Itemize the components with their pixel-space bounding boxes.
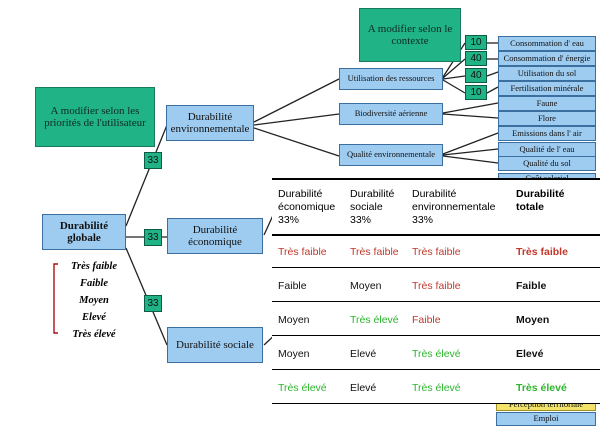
table-cell: Moyen (516, 313, 550, 326)
leaf-land: Utilisation du sol (498, 66, 596, 81)
priority-note: A modifier selon les priorités de l'util… (35, 87, 155, 147)
connector-env-qual (253, 127, 340, 157)
connector-env-res (253, 78, 340, 123)
connector-env-bio (253, 113, 340, 126)
scale-medium: Moyen (79, 295, 109, 306)
leaf-water-quality: Qualité de l' eau (498, 142, 596, 157)
context-note: A modifier selon le contexte (359, 8, 461, 62)
sub-quality: Qualité environnementale (339, 144, 443, 166)
table-cell: Très élevé (350, 313, 399, 326)
connector-root-env (125, 124, 168, 227)
table-cell: Elevé (350, 381, 377, 394)
table-cell: Très faible (516, 245, 568, 258)
table-cell: Elevé (516, 347, 544, 360)
table-row: Moyen Elevé Très élevé Elevé (272, 338, 600, 370)
table-row: Faible Moyen Très faible Faible (272, 270, 600, 302)
table-cell: Très faible (412, 245, 461, 258)
sub-resources: Utilisation des ressources (339, 68, 443, 90)
table-cell: Très faible (278, 245, 327, 258)
scale-bracket (53, 263, 58, 334)
scale-very-high: Très élevé (72, 329, 116, 340)
table-row: Moyen Très élevé Faible Moyen (272, 304, 600, 336)
table-cell: Très faible (350, 245, 399, 258)
pillar-environment: Durabilité environnementale (166, 105, 254, 141)
leaf-fauna: Faune (498, 96, 596, 111)
leaf-water: Consommation d' eau (498, 36, 596, 51)
weight-soc: 33 (144, 295, 162, 312)
scale-low: Faible (80, 278, 108, 289)
scale-very-low: Très faible (71, 261, 117, 272)
table-cell: Très élevé (516, 381, 567, 394)
leaf-flora: Flore (498, 111, 596, 126)
weight-water: 10 (465, 35, 487, 50)
pillar-social: Durabilité sociale (167, 327, 263, 363)
table-cell: Très faible (412, 279, 461, 292)
header-total: Durabilité totale (516, 188, 565, 214)
weight-fertilizer: 10 (465, 85, 487, 100)
scale-high: Elevé (82, 312, 106, 323)
table-row: Très faible Très faible Très faible Très fa… (272, 236, 600, 268)
root-node: Durabilité globale (42, 214, 126, 250)
weight-energy: 40 (465, 51, 487, 66)
table-row: Très élevé Elevé Très élevé Très élevé (272, 372, 600, 404)
leaf-air: Emissions dans l' air (498, 126, 596, 141)
table-cell: Moyen (278, 313, 310, 326)
sub-biodiversity: Biodiversité aérienne (339, 103, 443, 125)
leaf-employment: Emploi (496, 412, 596, 426)
leaf-soil: Qualité du sol (498, 156, 596, 171)
weight-land: 40 (465, 68, 487, 83)
table-cell: Moyen (278, 347, 310, 360)
table-cell: Moyen (350, 279, 382, 292)
leaf-fertilizer: Fertilisation minérale (498, 81, 596, 96)
table-cell: Faible (278, 279, 307, 292)
table-cell: Elevé (350, 347, 377, 360)
table-cell: Très élevé (278, 381, 327, 394)
leaf-energy: Consommation d' énergie (498, 51, 596, 66)
pillar-economic: Durabilité économique (167, 218, 263, 254)
weight-env: 33 (144, 152, 162, 169)
sustainability-scale: Très faible Faible Moyen Elevé Très élev… (62, 258, 126, 343)
table-cell: Très élevé (412, 381, 461, 394)
table-cell: Faible (412, 313, 441, 326)
table-cell: Faible (516, 279, 547, 292)
weight-eco: 33 (144, 229, 162, 246)
table-cell: Très élevé (412, 347, 461, 360)
